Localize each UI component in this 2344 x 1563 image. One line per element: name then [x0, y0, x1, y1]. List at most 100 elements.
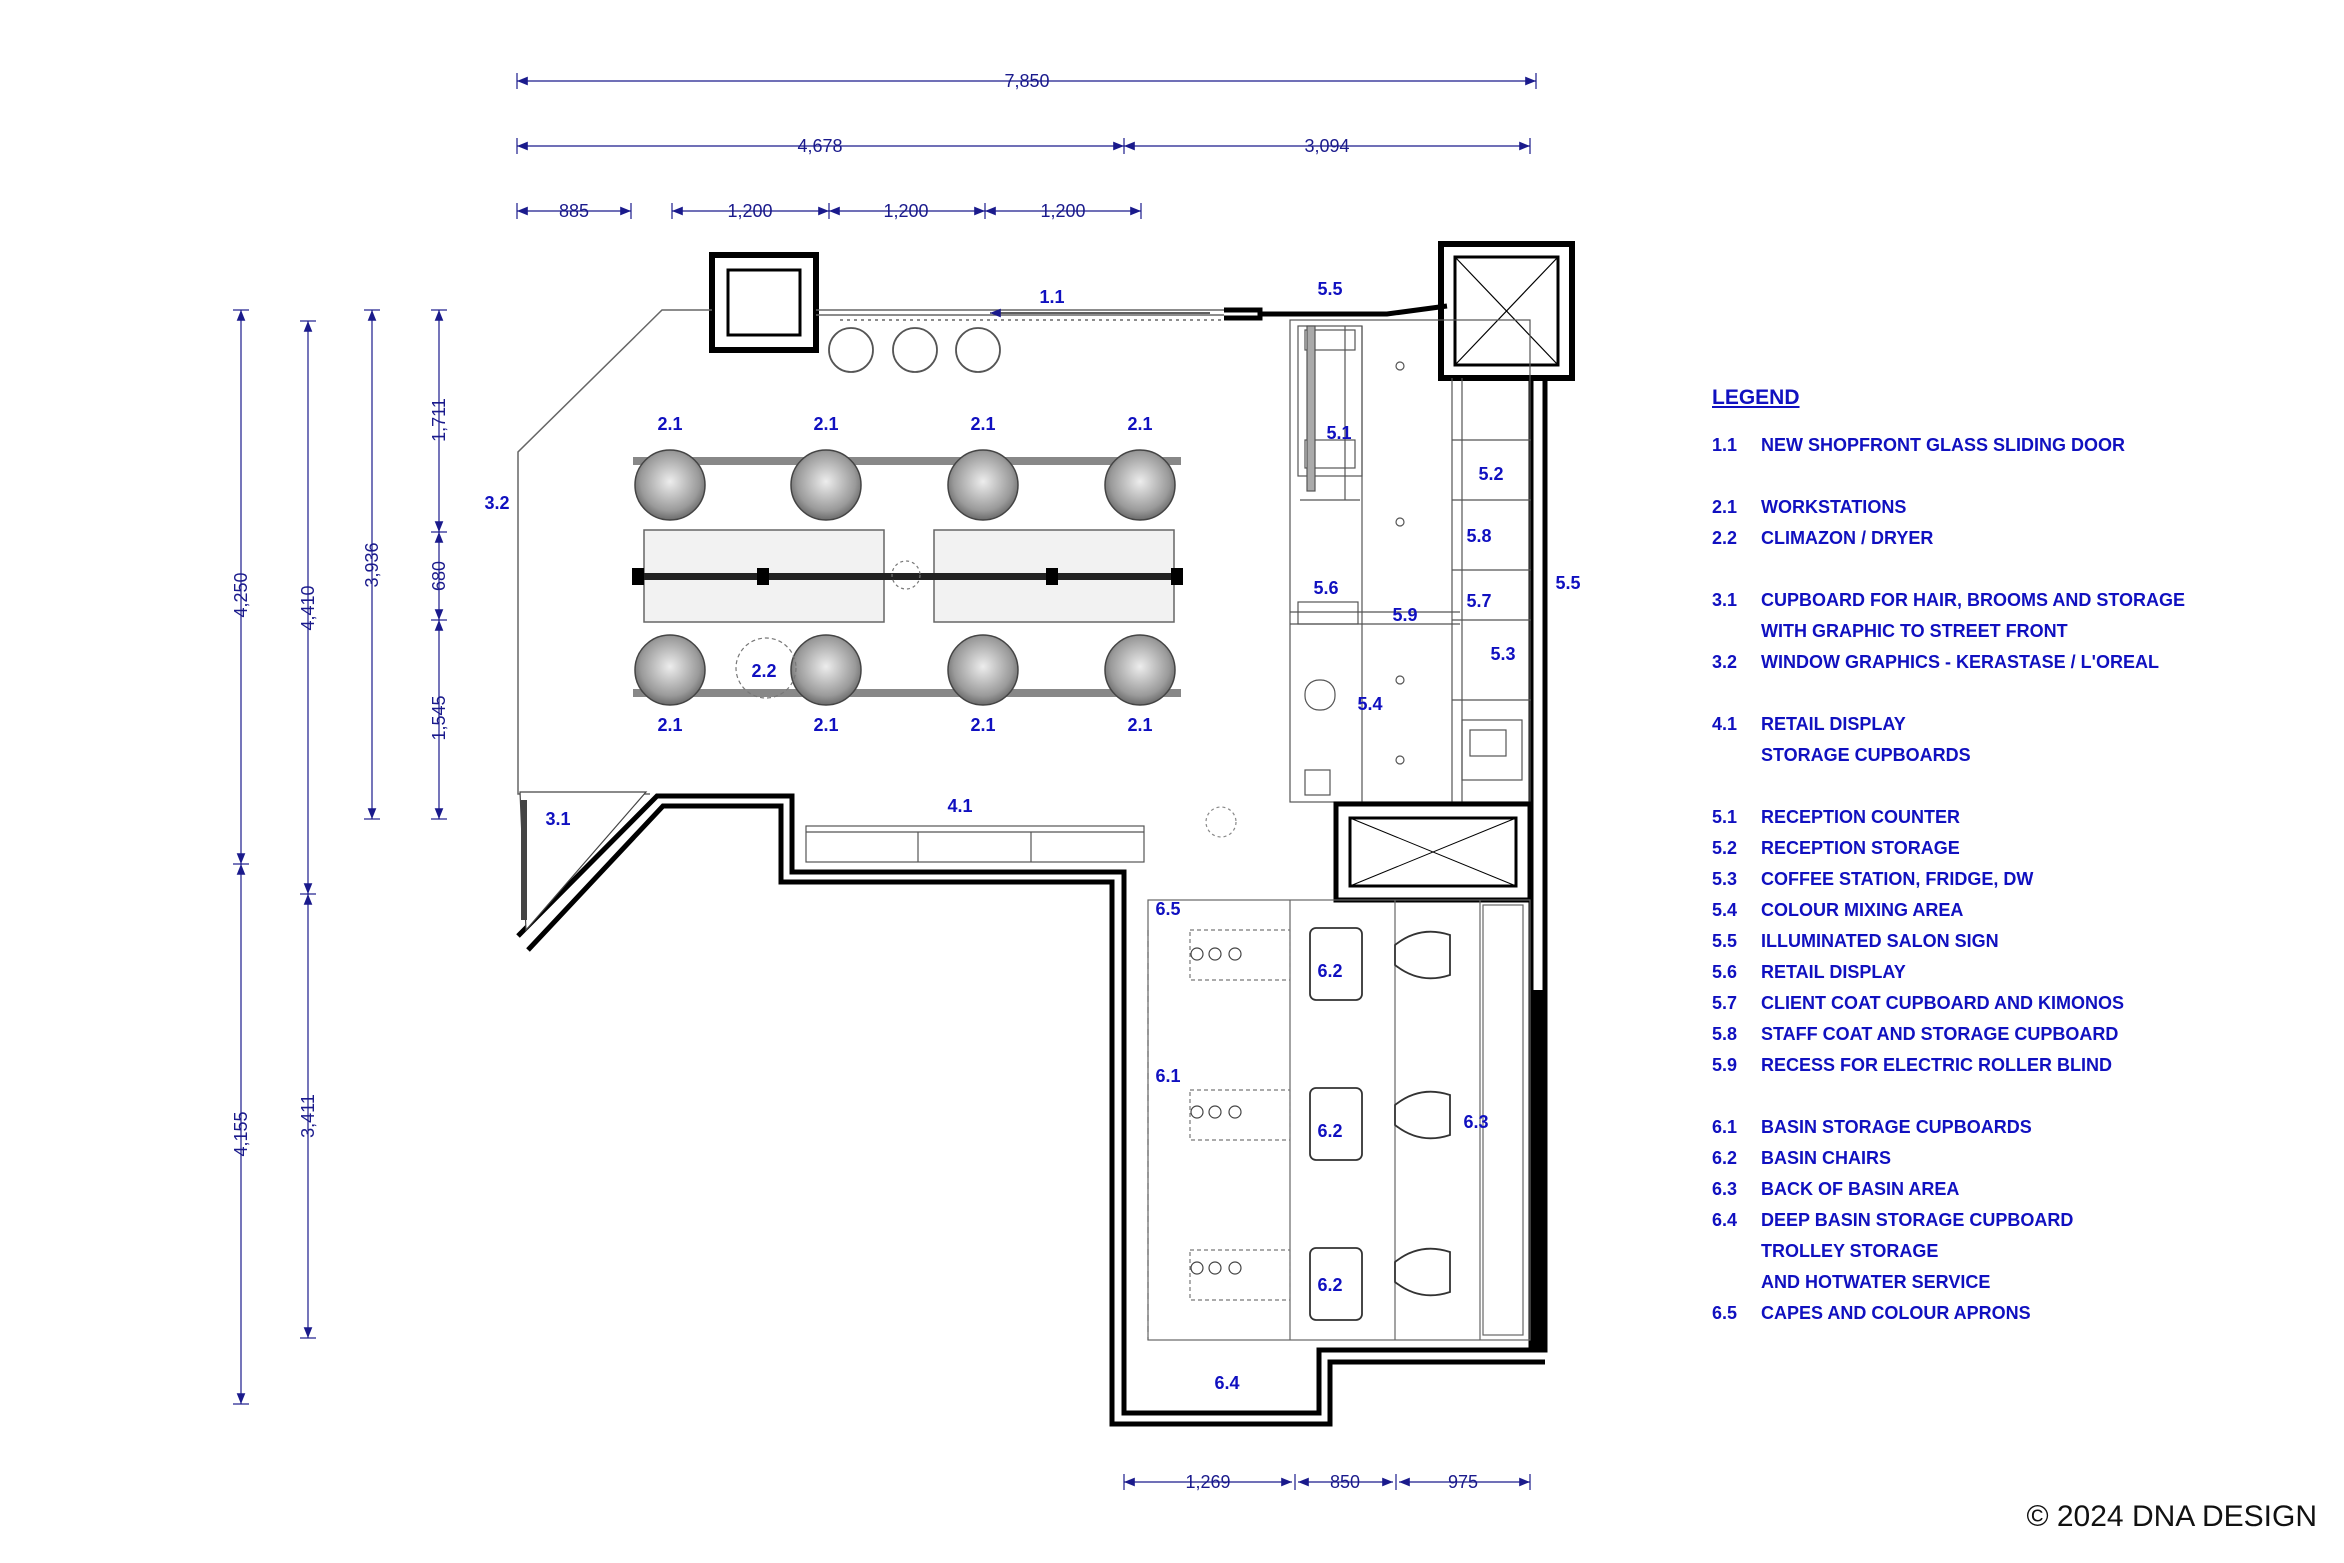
legend-item-number: 1.1: [1712, 435, 1738, 455]
legend: LEGEND 1.1 NEW SHOPFRONT GLASS SLIDING DO…: [1712, 386, 2312, 1360]
tag-back-of-basin: 6.3: [1463, 1112, 1488, 1132]
workstation-chairs: [634, 449, 1176, 706]
tag-deep-basin-storage: 6.4: [1214, 1373, 1239, 1393]
legend-item-text: COFFEE STATION, FRIDGE, DW: [1761, 869, 2034, 889]
legend-item-number: 5.7: [1712, 993, 1738, 1013]
tag-window-graphics: 3.2: [484, 493, 509, 513]
dim-rear-depth-b: 3,411: [298, 1094, 318, 1138]
legend-item-text: CLIENT COAT CUPBOARD AND KIMONOS: [1761, 993, 2124, 1013]
basin-footrests: [1189, 929, 1291, 1301]
dim-rear-width: 3,094: [1304, 136, 1349, 156]
dim-workstation-depth: 3,936: [362, 542, 382, 587]
legend-item-number: 5.3: [1712, 869, 1738, 889]
tag-workstation: 2.1: [970, 715, 995, 735]
workstation-bars: [633, 457, 1181, 697]
legend-item-text: BASIN STORAGE CUPBOARDS: [1761, 1117, 2032, 1137]
tag-basin-chair: 6.2: [1317, 961, 1342, 981]
legend-item-text: RECESS FOR ELECTRIC ROLLER BLIND: [1761, 1055, 2113, 1075]
legend-item-text: BASIN CHAIRS: [1761, 1148, 1892, 1168]
legend-item: 5.7 CLIENT COAT CUPBOARD AND KIMONOS: [1712, 988, 2312, 1019]
legend-item-number: 6.1: [1712, 1117, 1738, 1137]
tag-retail-display: 4.1: [947, 796, 972, 816]
tag-coffee-station: 5.3: [1490, 644, 1515, 664]
tag-climazon: 2.2: [751, 661, 776, 681]
dim-1200-c: 1,200: [1040, 201, 1085, 221]
tag-salon-sign: 5.5: [1317, 279, 1342, 299]
reception-block: [1289, 319, 1531, 803]
dim-rear-depth: 4,155: [231, 1111, 251, 1156]
legend-item-text: CLIMAZON / DRYER: [1761, 528, 1934, 548]
legend-item-number: 5.6: [1712, 962, 1738, 982]
tag-salon-sign: 5.5: [1555, 573, 1580, 593]
legend-item: WITH GRAPHIC TO STREET FRONT: [1712, 616, 2312, 647]
dim-front-depth: 4,250: [231, 572, 251, 617]
legend-item-number: 6.3: [1712, 1179, 1738, 1199]
dim-1200-b: 1,200: [883, 201, 928, 221]
dim-1711: 1,711: [429, 398, 449, 442]
legend-item-number: 5.5: [1712, 931, 1738, 951]
legend-item-text: TROLLEY STORAGE: [1761, 1241, 1939, 1261]
legend-item-number: 5.9: [1712, 1055, 1738, 1075]
wall-strip: [1530, 990, 1544, 1348]
legend-item-text: STAFF COAT AND STORAGE CUPBOARD: [1761, 1024, 2119, 1044]
tag-basin-storage: 6.1: [1155, 1066, 1180, 1086]
climazon-dryer: [735, 637, 797, 699]
basin-chairs: [1309, 927, 1363, 1321]
legend-item: TROLLEY STORAGE: [1712, 1236, 2312, 1267]
legend-item-text: AND HOTWATER SERVICE: [1761, 1272, 1991, 1292]
tag-shopfront-door: 1.1: [1039, 287, 1064, 307]
legend-item-number: [1712, 1267, 1761, 1298]
dim-885: 885: [559, 201, 589, 221]
entrance-planters: [828, 327, 1001, 373]
dim-1200-a: 1,200: [727, 201, 772, 221]
tag-roller-blind: 5.9: [1392, 605, 1417, 625]
dim-680: 680: [429, 561, 449, 591]
tag-workstation: 2.1: [1127, 715, 1152, 735]
dimension-labels-top: 7,850 4,678 3,094 885 1,200 1,200 1,200: [559, 71, 1350, 221]
legend-item: STORAGE CUPBOARDS: [1712, 740, 2312, 771]
tag-staff-coat: 5.8: [1466, 526, 1491, 546]
dim-975: 975: [1448, 1472, 1478, 1492]
legend-item-text: CUPBOARD FOR HAIR, BROOMS AND STORAGE: [1761, 590, 2186, 610]
legend-item-text: STORAGE CUPBOARDS: [1761, 745, 1971, 765]
center-rail: [632, 560, 1183, 590]
legend-item: 1.1 NEW SHOPFRONT GLASS SLIDING DOOR: [1712, 430, 2312, 461]
tag-basin-chair: 6.2: [1317, 1275, 1342, 1295]
dim-850: 850: [1330, 1472, 1360, 1492]
legend-item-text: BACK OF BASIN AREA: [1761, 1179, 1960, 1199]
tag-hair-cupboard: 3.1: [545, 809, 570, 829]
tag-workstation: 2.1: [657, 715, 682, 735]
legend-item-text: NEW SHOPFRONT GLASS SLIDING DOOR: [1761, 435, 2126, 455]
tag-retail-display-small: 5.6: [1313, 578, 1338, 598]
legend-item: 5.3 COFFEE STATION, FRIDGE, DW: [1712, 864, 2312, 895]
tag-client-coat: 5.7: [1466, 591, 1491, 611]
dim-front-width: 4,678: [797, 136, 842, 156]
legend-item: 5.1 RECEPTION COUNTER: [1712, 802, 2312, 833]
legend-item-number: 5.1: [1712, 807, 1738, 827]
tag-reception-storage: 5.2: [1478, 464, 1503, 484]
plant-room: [1333, 801, 1533, 903]
legend-item-text: CAPES AND COLOUR APRONS: [1761, 1303, 2031, 1323]
legend-item-text: RECEPTION COUNTER: [1761, 807, 1961, 827]
dimensions-left: [233, 309, 447, 1405]
legend-title: LEGEND: [1712, 386, 1800, 409]
room-tags: 1.1 2.1 2.1 2.1 2.1 2.1 2.1 2.1 2.1 2.2 …: [484, 279, 1580, 1393]
legend-item-text: DEEP BASIN STORAGE CUPBOARD: [1761, 1210, 2074, 1230]
dimension-labels-bottom: 1,269 850 975: [1185, 1472, 1478, 1492]
dimensions-bottom: [1123, 1474, 1531, 1490]
hair-cupboard: [519, 791, 648, 932]
tag-capes: 6.5: [1155, 899, 1180, 919]
